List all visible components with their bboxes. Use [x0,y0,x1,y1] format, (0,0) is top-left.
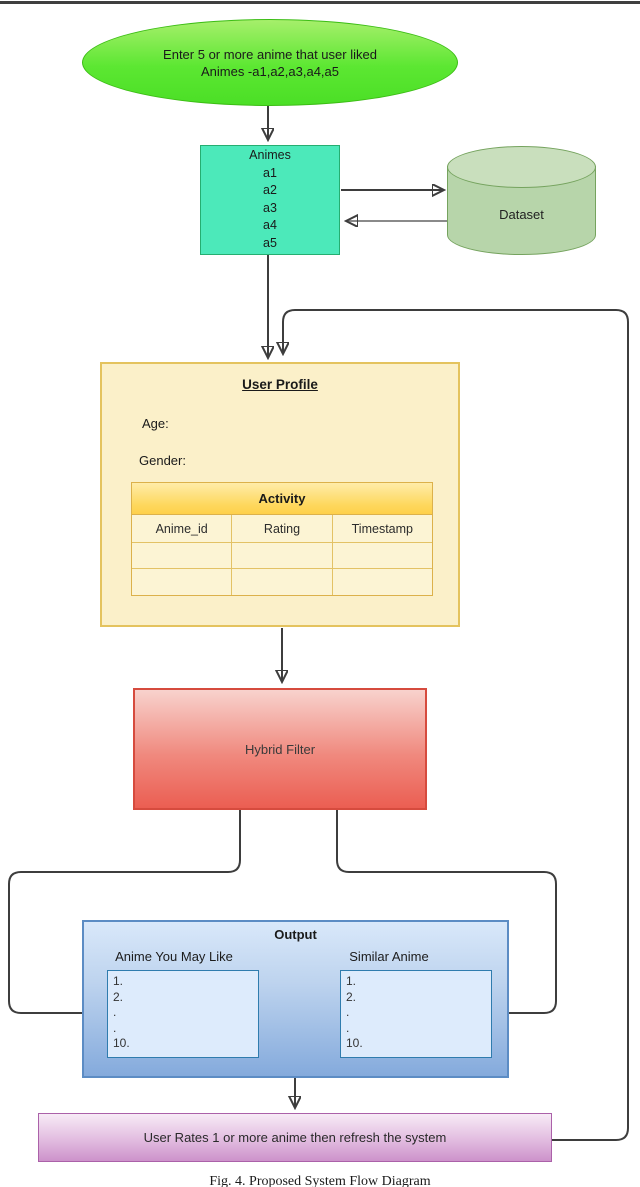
gender-label: Gender: [139,453,186,468]
anime-item: a2 [263,183,277,197]
refresh-system-box: User Rates 1 or more anime then refresh … [38,1113,552,1162]
activity-table: Activity Anime_id Rating Timestamp [131,482,433,596]
activity-col-timestamp: Timestamp [332,515,432,543]
hybrid-filter-box: Hybrid Filter [133,688,427,810]
user-profile-box: User Profile Age: Gender: Activity Anime… [100,362,460,627]
anime-you-may-like-list: 1. 2. . . 10. [107,970,259,1058]
dataset-label: Dataset [499,207,544,222]
anime-item: a1 [263,165,277,180]
activity-empty-row [132,543,432,569]
anime-item: a3 [263,200,277,215]
activity-cell-empty [333,569,432,595]
user-profile-title: User Profile [242,377,318,392]
refresh-system-label: User Rates 1 or more anime then refresh … [143,1130,447,1145]
start-ellipse-line2: Animes -a1,a2,a3,a4,a5 [200,63,340,79]
list-item: 2. [346,989,357,1004]
age-label: Age: [142,416,169,431]
list-item: 1. [346,974,357,988]
activity-cell-empty [132,543,233,569]
animes-box-title: Animes [249,148,291,162]
output-title: Output [274,927,317,942]
hybrid-filter-label: Hybrid Filter [244,741,316,757]
activity-col-anime-id: Anime_id [132,515,233,543]
list-item: 10. [113,1036,130,1050]
list-item: . [346,1020,350,1035]
activity-table-title: Activity [132,483,432,515]
anime-item: a5 [263,235,277,250]
animes-box: Animes a1 a2 a3 a4 a5 [200,145,340,255]
activity-cell-empty [332,543,432,569]
output-box: Output Anime You May Like Similar Anime … [82,920,509,1078]
list-item: . [113,1005,117,1019]
list-item: 1. [113,974,124,988]
list-item: 2. [113,989,124,1004]
activity-cell-empty [232,543,333,569]
similar-anime-list: 1. 2. . . 10. [340,970,492,1058]
anime-item: a4 [263,218,277,232]
activity-cell-empty [132,569,233,595]
start-ellipse: Enter 5 or more anime that user liked An… [82,19,458,106]
list-item: . [113,1020,117,1035]
anime-you-may-like-label: Anime You May Like [115,949,233,964]
figure-caption: Fig. 4. Proposed System Flow Diagram [209,1174,431,1187]
activity-table-header-row: Anime_id Rating Timestamp [132,515,432,543]
list-item: 10. [346,1036,363,1050]
activity-col-rating: Rating [232,515,333,543]
similar-anime-label: Similar Anime [349,949,429,964]
list-item: . [346,1005,350,1019]
page-top-rule [0,1,640,4]
activity-cell-empty [232,569,333,595]
activity-empty-row [132,569,432,595]
start-ellipse-line1: Enter 5 or more anime that user liked [163,46,377,62]
dataset-cylinder-top [447,146,596,188]
